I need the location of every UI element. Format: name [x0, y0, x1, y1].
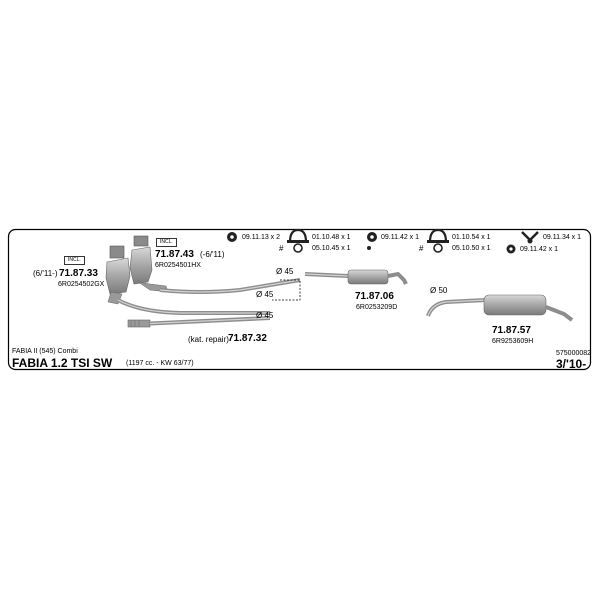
hardware-code: 05.10.50 x 1: [452, 245, 491, 252]
hardware-code: 05.10.45 x 1: [312, 245, 351, 252]
catalytic-converter-71-87-33: [105, 245, 270, 315]
svg-text:#: #: [279, 244, 284, 253]
hardware-code: 09.11.42 x 1: [381, 234, 420, 241]
svg-text:#: #: [419, 244, 424, 253]
clamp-icon-01-10-48: [287, 228, 309, 243]
catalytic-converter-71-87-43: [129, 235, 301, 294]
part-number: 71.87.33: [59, 268, 98, 279]
rear-silencer-71-87-57: [426, 294, 574, 322]
oem-number: 6R0253209D: [356, 304, 398, 311]
hardware-code: 01.10.48 x 1: [312, 234, 351, 241]
bracket-icon-09-11-34: [521, 231, 539, 244]
part-number: 71.87.57: [492, 325, 531, 336]
oem-number: 6R9253609H: [492, 338, 534, 345]
catalog-code: 575000082: [556, 350, 592, 357]
engine-info: (1197 cc. - KW 63/77): [126, 360, 194, 367]
gasket-icon-05-10-45: #: [279, 243, 303, 253]
hanger-icon-09-11-42: [367, 232, 377, 250]
hanger-icon-09-11-13: [227, 232, 237, 242]
connector-dashed: [272, 279, 301, 301]
gasket-icon-05-10-50: #: [419, 243, 443, 253]
part-number: 71.87.43: [155, 249, 194, 260]
date-from: 3/'10-: [556, 357, 587, 371]
part-number: 71.87.06: [355, 291, 394, 302]
diameter-label: Ø 45: [276, 267, 294, 276]
part-suffix: (-6/'11): [200, 250, 225, 259]
middle-silencer-71-87-06: [304, 269, 408, 285]
oem-number: 6R0254501HX: [155, 262, 201, 269]
diameter-label: Ø 50: [430, 286, 448, 295]
part-number: 71.87.32: [228, 333, 267, 344]
part-prefix: (kat. repair): [188, 335, 229, 344]
hardware-code: 01.10.54 x 1: [452, 234, 491, 241]
repair-pipe-71-87-32: [127, 316, 271, 328]
diameter-label: Ø 45: [256, 290, 274, 299]
incl-badge: INCL.: [156, 238, 177, 247]
clamp-icon-01-10-54: [427, 228, 449, 243]
diameter-label: Ø 45: [256, 311, 274, 320]
oem-number: 6R0254502GX: [58, 281, 105, 288]
hardware-code: 09.11.42 x 1: [520, 246, 559, 253]
hanger-icon-09-11-42b: [506, 244, 516, 254]
hardware-code: 09.11.13 x 2: [242, 234, 281, 241]
hardware-code: 09.11.34 x 1: [543, 234, 582, 241]
incl-badge: INCL.: [64, 256, 85, 265]
part-prefix: (6/'11-): [33, 269, 58, 278]
vehicle-title: FABIA 1.2 TSI SW: [12, 356, 113, 370]
vehicle-model: FABIA II (545) Combi: [12, 348, 78, 355]
